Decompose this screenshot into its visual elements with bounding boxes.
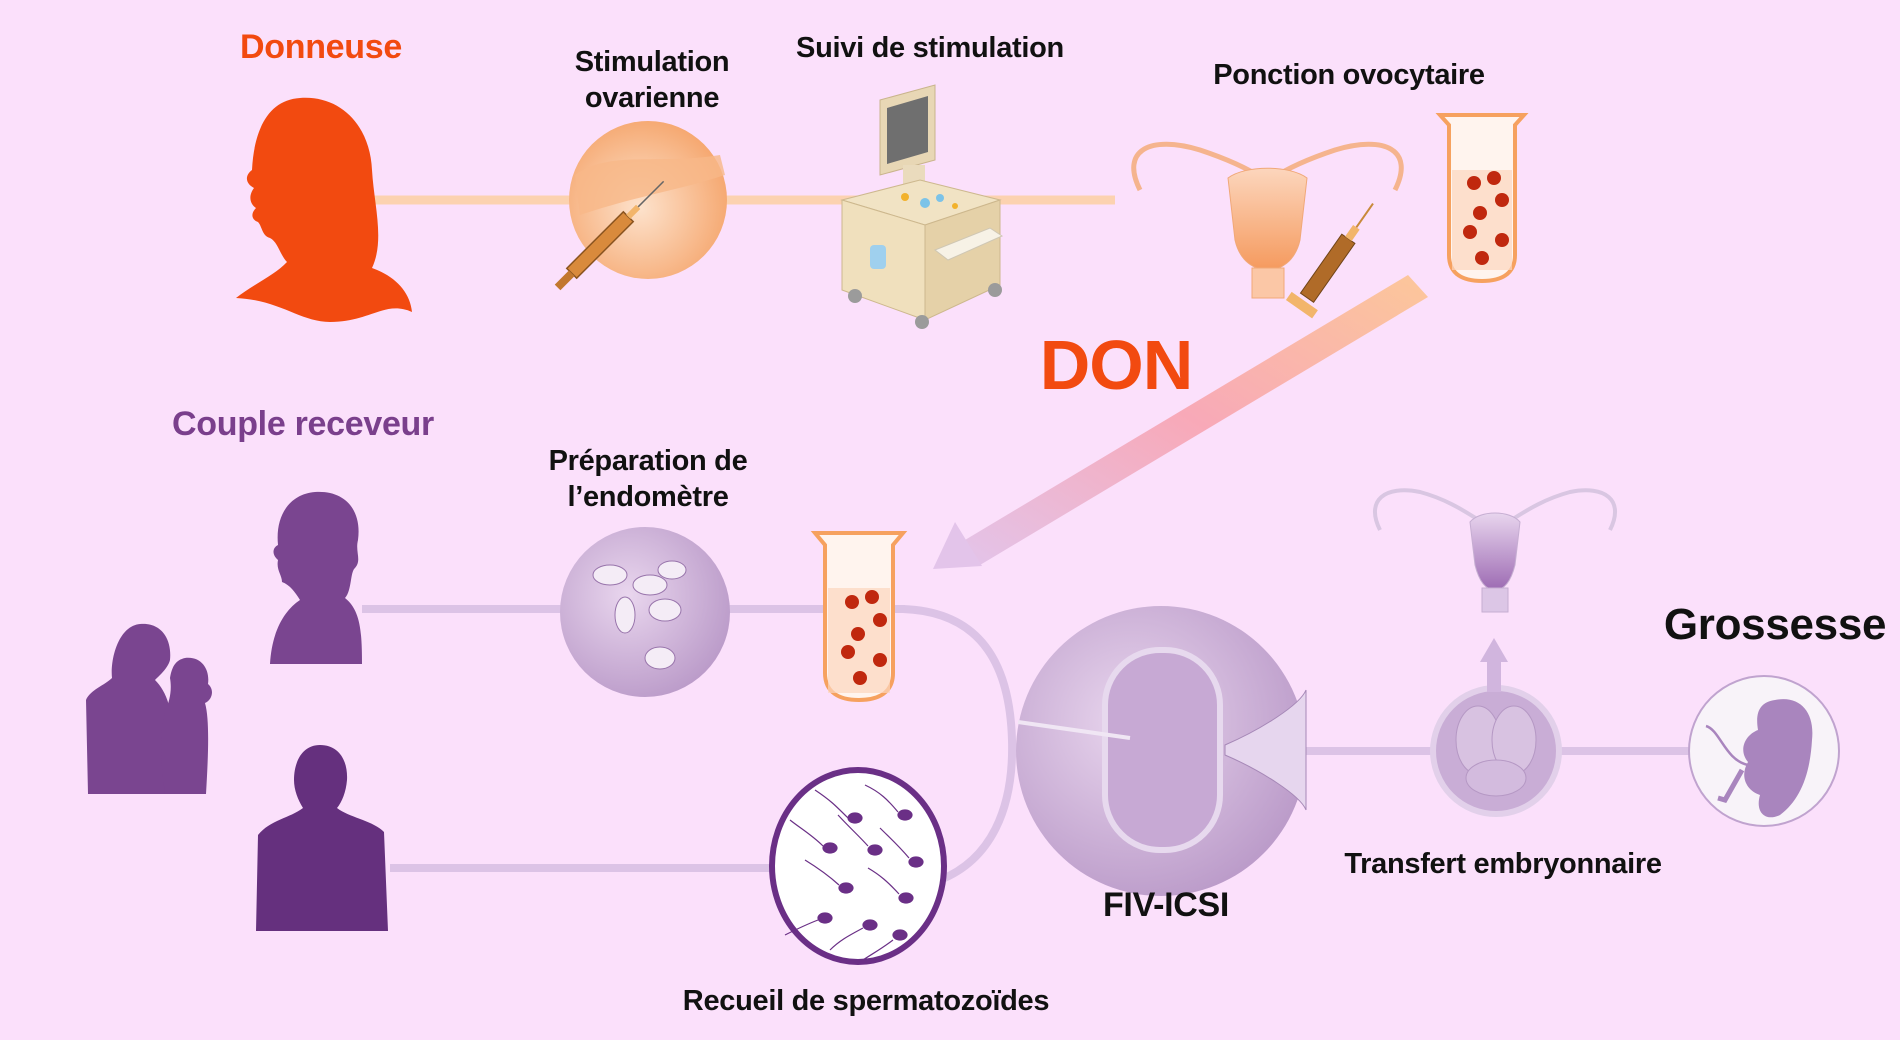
step-label-transfert-embryonnaire: Transfert embryonnaire [1344,848,1662,880]
received-oocyte-test-tube-icon [810,531,908,703]
step-label-suivi-stimulation: Suivi de stimulation [796,32,1064,64]
pills-icon [560,527,730,697]
recipient-man-silhouette-icon [256,745,388,931]
transfer-up-arrow-icon [1480,638,1508,692]
recipient-woman-silhouette-icon [270,491,362,664]
couple-silhouette-icon [86,623,212,794]
oocyte-test-tube-icon [1435,113,1529,284]
donation-arrow-icon [933,275,1428,569]
donor-woman-silhouette-icon [236,97,412,322]
fetus-icon [1688,675,1840,827]
step-label-fiv-icsi: FIV-ICSI [1102,886,1230,924]
step-label-line: ovarienne [584,82,720,115]
donor-title: Donneuse [240,28,402,66]
donation-label: DON [1039,326,1194,404]
recipient-uterus-icon [1373,488,1617,613]
sperm-icon [769,767,947,965]
icsi-injection-icon [1016,606,1307,896]
step-label-line: Préparation de [548,445,748,477]
recipient-title: Couple receveur [172,405,434,443]
step-label-line: Stimulation [574,46,730,78]
embryo-icon [1430,685,1562,817]
uterus-syringe-icon [1131,141,1404,319]
step-label-ponction-ovocytaire: Ponction ovocytaire [1213,59,1485,91]
merge-curve-line [902,605,1017,884]
outcome-title: Grossesse [1663,600,1887,649]
step-label-preparation-endometre: Préparation de l’endomètre [549,443,748,516]
ultrasound-machine-icon [840,84,1004,329]
step-label-stimulation-ovarienne: Stimulation ovarienne [575,44,730,117]
step-label-recueil-spermatozoides: Recueil de spermatozoïdes [682,985,1050,1017]
injection-belly-icon [554,121,727,291]
step-label-line: l’endomètre [567,481,729,514]
